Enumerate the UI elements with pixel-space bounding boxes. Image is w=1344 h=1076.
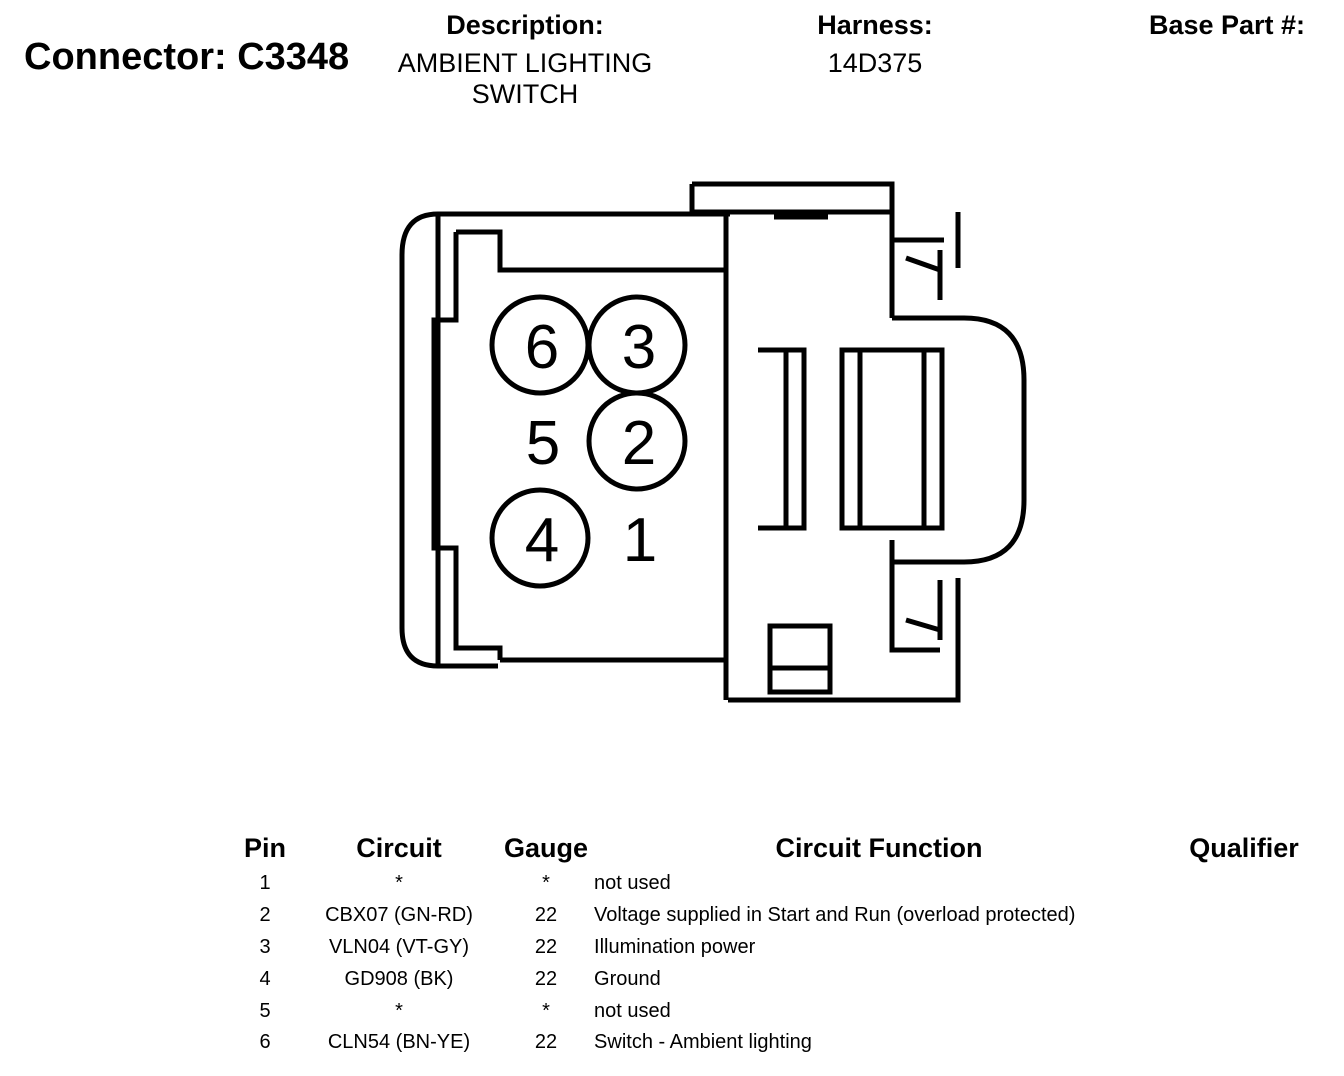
pin-label-2: 2 (622, 409, 656, 478)
table-row: 2 CBX07 (GN-RD) 22 Voltage supplied in S… (236, 900, 1324, 932)
cell-function: not used (594, 872, 671, 895)
table-row: 6 CLN54 (BN-YE) 22 Switch - Ambient ligh… (236, 1027, 1324, 1059)
cell-circuit: CLN54 (BN-YE) (327, 1031, 471, 1054)
pin-label-4: 4 (525, 506, 559, 575)
cell-qualifier (1164, 900, 1324, 932)
connector-bottom-lock (767, 623, 833, 695)
pin-label-5: 5 (526, 409, 560, 478)
harness-value: 14D375 (827, 48, 923, 78)
cell-gauge: * (542, 872, 550, 895)
pin-cavity-4 (489, 487, 591, 589)
pin-label-6: 6 (525, 313, 559, 382)
cell-circuit: VLN04 (VT-GY) (328, 935, 470, 958)
cell-gauge: 22 (534, 904, 558, 927)
connector-face-diagram: 6 3 5 2 4 1 (399, 181, 1027, 703)
pin-cavity-2 (586, 390, 688, 492)
connector-body (689, 181, 961, 703)
description-line-2: SWITCH (471, 79, 579, 109)
cell-qualifier (1164, 995, 1324, 1027)
harness-label: Harness: (817, 10, 933, 40)
cell-pin: 2 (259, 904, 271, 927)
cell-function: not used (594, 999, 671, 1022)
cell-function: Switch - Ambient lighting (594, 1031, 812, 1054)
cell-qualifier (1164, 868, 1324, 900)
cell-qualifier (1164, 932, 1324, 964)
description-label: Description: (446, 10, 604, 40)
connector-title: Connector: C3348 (24, 36, 350, 78)
cell-gauge: * (542, 999, 550, 1022)
pin-table-header: Pin Circuit Gauge Circuit Function Quali… (236, 828, 1324, 868)
table-row: 3 VLN04 (VT-GY) 22 Illumination power (236, 932, 1324, 964)
description-line-1: AMBIENT LIGHTING (397, 48, 653, 78)
connector-left-flange (399, 211, 730, 700)
cell-function: Illumination power (594, 935, 756, 958)
cell-pin: 5 (259, 999, 271, 1022)
description-value: AMBIENT LIGHTING SWITCH (380, 48, 670, 110)
header-gauge: Gauge (504, 832, 589, 863)
pin-label-3: 3 (622, 313, 656, 382)
header-qualifier: Qualifier (1189, 832, 1299, 863)
cell-gauge: 22 (534, 1031, 558, 1054)
table-row: 5 * * not used (236, 995, 1324, 1027)
pin-table: Pin Circuit Gauge Circuit Function Quali… (236, 828, 1324, 1059)
connector-center-slot (758, 347, 807, 531)
cell-gauge: 22 (534, 935, 558, 958)
cell-circuit: GD908 (BK) (344, 967, 454, 990)
cell-circuit: * (395, 872, 403, 895)
cell-pin: 6 (259, 1031, 271, 1054)
cell-qualifier (1164, 963, 1324, 995)
header-circuit-function: Circuit Function (775, 832, 983, 863)
table-row: 4 GD908 (BK) 22 Ground (236, 963, 1324, 995)
cell-function: Ground (594, 967, 661, 990)
cell-circuit: * (395, 999, 403, 1022)
cell-pin: 1 (259, 872, 271, 895)
table-row: 1 * * not used (236, 868, 1324, 900)
connector-latch-tab (839, 315, 1027, 565)
base-part-label: Base Part #: (1148, 10, 1306, 40)
cell-gauge: 22 (534, 967, 558, 990)
header-circuit: Circuit (356, 832, 442, 863)
pin-label-1: 1 (623, 506, 657, 575)
cell-circuit: CBX07 (GN-RD) (325, 904, 473, 927)
cell-pin: 4 (259, 967, 271, 990)
cell-function: Voltage supplied in Start and Run (overl… (594, 904, 1076, 927)
cell-pin: 3 (259, 935, 271, 958)
cell-qualifier (1164, 1027, 1324, 1059)
header-pin: Pin (243, 832, 286, 863)
